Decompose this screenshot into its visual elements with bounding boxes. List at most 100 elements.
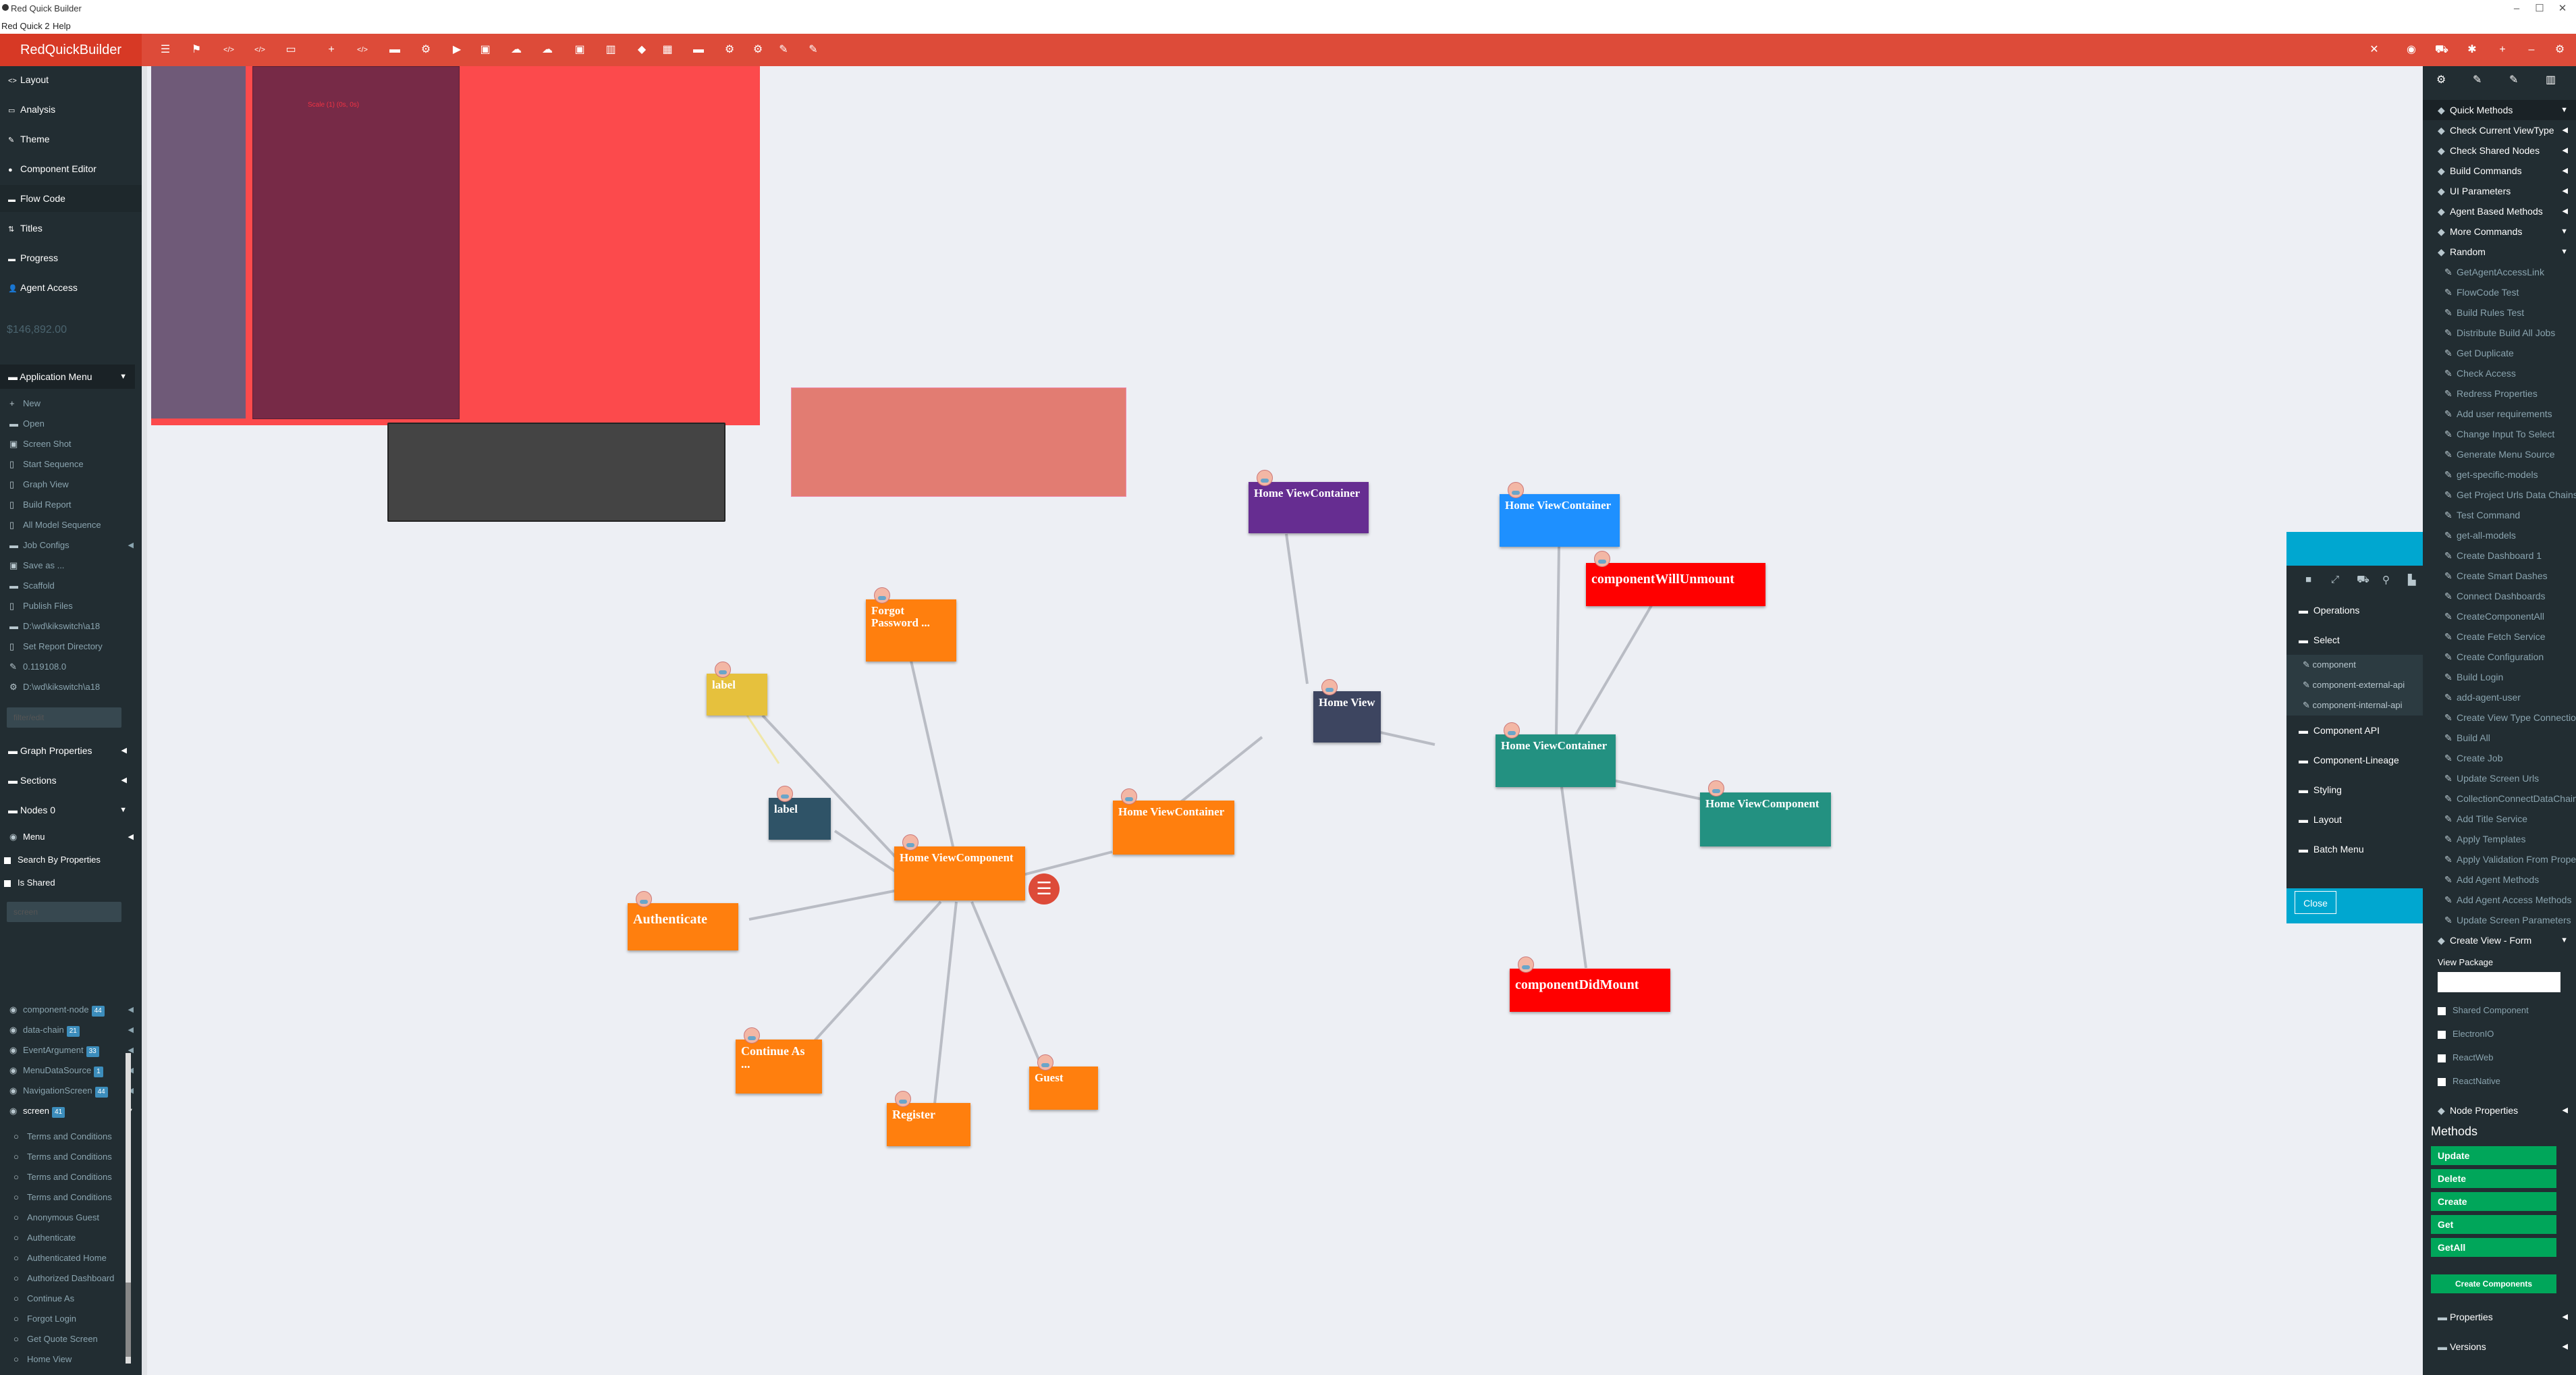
app-menu-item[interactable]: ⚙D:\wd\kikswitch\a18 bbox=[0, 678, 142, 697]
app-menu-item[interactable]: ▯Graph View bbox=[0, 475, 142, 494]
panel-section[interactable]: ▬ Styling◀ bbox=[2286, 775, 2456, 805]
app-menu-item[interactable]: +New bbox=[0, 394, 142, 413]
flag-icon[interactable]: ⚑ bbox=[191, 44, 202, 55]
square-icon[interactable]: ■ bbox=[2305, 574, 2312, 585]
graph-node[interactable]: Home ViewComponent bbox=[894, 846, 1025, 900]
graph-node[interactable]: Forgot Password ... bbox=[866, 599, 956, 662]
node-properties-item[interactable]: ◆Node Properties◀ bbox=[2423, 1100, 2576, 1121]
layout-block-maroon[interactable] bbox=[252, 66, 460, 419]
close-icon[interactable]: ✕ bbox=[2369, 44, 2379, 55]
method-getall-button[interactable]: GetAll bbox=[2431, 1238, 2556, 1257]
wrench-icon[interactable]: ✎ bbox=[2473, 74, 2482, 86]
command-item[interactable]: ✎Create View Type Connections bbox=[2423, 707, 2576, 728]
app-menu-item[interactable]: ▯Start Sequence bbox=[0, 455, 142, 474]
panel-close-button[interactable]: Close bbox=[2295, 891, 2336, 914]
menu-icon[interactable]: ☰ bbox=[160, 44, 171, 55]
nav-titles[interactable]: ⇅Titles bbox=[0, 215, 142, 242]
graph-node[interactable]: Home ViewContainer bbox=[1113, 801, 1234, 855]
node-avatar-icon[interactable] bbox=[1257, 470, 1273, 486]
checkbox[interactable] bbox=[4, 857, 11, 864]
node-avatar-icon[interactable] bbox=[744, 1027, 760, 1044]
app-menu-item[interactable]: ✎0.119108.0 bbox=[0, 657, 142, 676]
app-menu-item[interactable]: ▯Publish Files bbox=[0, 597, 142, 616]
save-icon[interactable]: ▣ bbox=[480, 44, 491, 55]
screen-item[interactable]: ○Terms and Conditions bbox=[0, 1127, 121, 1146]
cog-icon[interactable]: ⚙ bbox=[752, 44, 763, 55]
cog-icon[interactable]: ⚙ bbox=[2436, 74, 2446, 86]
cogs-icon[interactable]: ⚙ bbox=[724, 44, 735, 55]
app-menu-item[interactable]: ▣Save as ... bbox=[0, 556, 142, 575]
application-menu-header[interactable]: ▬ Application Menu▼ bbox=[0, 365, 135, 389]
plus-icon[interactable]: + bbox=[2499, 44, 2506, 55]
close-window-icon[interactable]: ✕ bbox=[2558, 3, 2567, 14]
cart-icon[interactable]: ⛟ bbox=[2434, 44, 2449, 55]
bank-icon[interactable]: ▥ bbox=[2546, 74, 2556, 86]
nodes-menu-item[interactable]: ◉Menu◀ bbox=[0, 828, 142, 846]
nav-progress[interactable]: ▬Progress bbox=[0, 244, 142, 271]
package-checkbox-row[interactable]: Shared Component bbox=[2423, 1000, 2576, 1021]
cart-icon[interactable]: ⛟ bbox=[2357, 574, 2369, 585]
graph-node[interactable]: Home View bbox=[1313, 691, 1381, 743]
command-item[interactable]: ✎Add Agent Access Methods bbox=[2423, 890, 2576, 910]
plus-icon[interactable]: + bbox=[328, 44, 335, 55]
checkbox[interactable] bbox=[2438, 1077, 2446, 1086]
minus-icon[interactable]: – bbox=[2528, 44, 2535, 55]
method-get-button[interactable]: Get bbox=[2431, 1215, 2556, 1234]
command-item[interactable]: ✎Apply Validation From Properties bbox=[2423, 849, 2576, 869]
diamond-icon[interactable]: ◆ bbox=[637, 44, 647, 55]
graph-node[interactable]: componentWillUnmount bbox=[1586, 563, 1765, 606]
command-item[interactable]: ✎Update Screen Parameters bbox=[2423, 910, 2576, 930]
command-item[interactable]: ✎get-all-models bbox=[2423, 525, 2576, 545]
code-icon[interactable]: </> bbox=[357, 46, 368, 54]
command-item[interactable]: ✎FlowCode Test bbox=[2423, 282, 2576, 302]
package-checkbox-row[interactable]: ReactWeb bbox=[2423, 1048, 2576, 1068]
command-item[interactable]: ✎Check Access bbox=[2423, 363, 2576, 383]
nav-analysis[interactable]: ▭Analysis bbox=[0, 96, 142, 123]
pin-icon[interactable]: ⚲ bbox=[2382, 574, 2390, 586]
command-item[interactable]: ✎Create Fetch Service bbox=[2423, 626, 2576, 647]
graph-node[interactable]: Authenticate bbox=[628, 903, 738, 950]
checkbox[interactable] bbox=[4, 880, 11, 887]
graph-node[interactable]: Home ViewContainer bbox=[1500, 494, 1620, 547]
folder-icon[interactable]: ▬ bbox=[389, 44, 400, 55]
sidebar-scrollbar[interactable] bbox=[126, 1053, 131, 1364]
layout-block-purple[interactable] bbox=[151, 66, 246, 419]
nav-component-editor[interactable]: ●Component Editor bbox=[0, 155, 142, 182]
menu-red-quick[interactable]: Red Quick 2 bbox=[1, 21, 50, 31]
create-components-button[interactable]: Create Components bbox=[2431, 1274, 2556, 1293]
command-item[interactable]: ✎CreateComponentAll bbox=[2423, 606, 2576, 626]
command-group[interactable]: ◆Build Commands◀ bbox=[2423, 161, 2576, 181]
screen-item[interactable]: ○Register bbox=[0, 1370, 121, 1375]
command-item[interactable]: ✎Create Configuration bbox=[2423, 647, 2576, 667]
command-item[interactable]: ✎Connect Dashboards bbox=[2423, 586, 2576, 606]
nav-layout[interactable]: <>Layout bbox=[0, 66, 142, 93]
node-avatar-icon[interactable] bbox=[1037, 1054, 1053, 1071]
node-avatar-icon[interactable] bbox=[1508, 482, 1524, 498]
command-item[interactable]: ✎Test Command bbox=[2423, 505, 2576, 525]
screen-item[interactable]: ○Terms and Conditions bbox=[0, 1168, 121, 1187]
checkbox[interactable] bbox=[2438, 1054, 2446, 1062]
node-avatar-icon[interactable] bbox=[636, 891, 652, 907]
section-header[interactable]: ▬ Nodes 0▼ bbox=[0, 798, 135, 822]
play-icon[interactable]: ▶ bbox=[452, 44, 462, 55]
save-icon[interactable]: ▣ bbox=[574, 44, 585, 55]
node-avatar-icon[interactable] bbox=[1708, 780, 1724, 797]
app-menu-item[interactable]: ▬Open bbox=[0, 414, 142, 433]
command-item[interactable]: ✎Add user requirements bbox=[2423, 404, 2576, 424]
method-delete-button[interactable]: Delete bbox=[2431, 1169, 2556, 1188]
command-item[interactable]: ✎get-specific-models bbox=[2423, 464, 2576, 485]
command-item[interactable]: ✎add-agent-user bbox=[2423, 687, 2576, 707]
command-group[interactable]: ◆Check Current ViewType◀ bbox=[2423, 120, 2576, 140]
minimize-icon[interactable]: – bbox=[2513, 3, 2520, 14]
graph-node[interactable]: label bbox=[707, 674, 767, 716]
graph-node[interactable]: Register bbox=[887, 1103, 970, 1146]
screen-item[interactable]: ○Authenticate bbox=[0, 1229, 121, 1247]
command-item[interactable]: ✎Build Rules Test bbox=[2423, 302, 2576, 323]
graph-node[interactable]: Home ViewContainer bbox=[1496, 734, 1616, 787]
node-avatar-icon[interactable] bbox=[1594, 551, 1610, 567]
app-menu-item[interactable]: ▬Job Configs◀ bbox=[0, 536, 142, 555]
tools-icon[interactable]: ✎ bbox=[779, 44, 788, 55]
